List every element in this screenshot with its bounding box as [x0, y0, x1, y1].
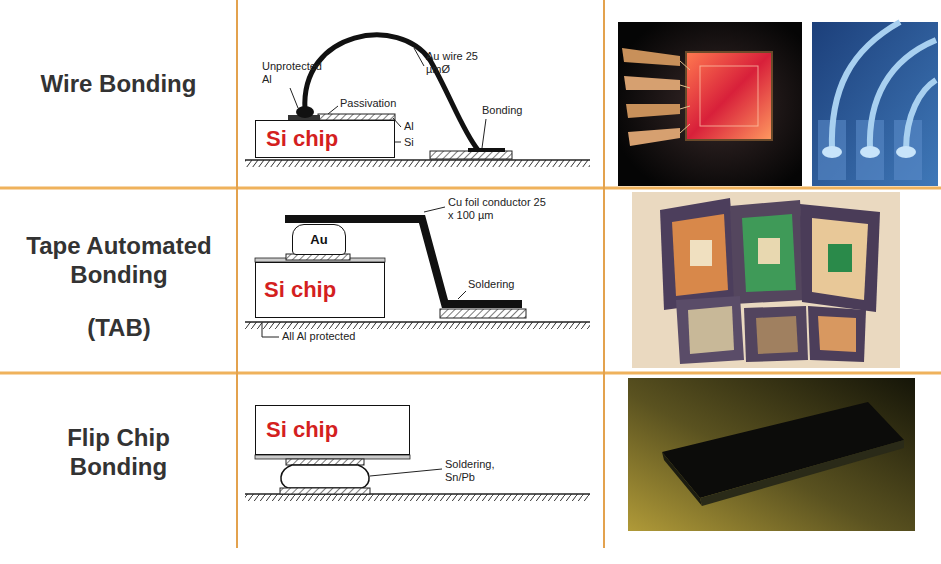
drawing-part	[632, 192, 900, 368]
drawing-part	[482, 119, 486, 148]
drawing-part	[860, 146, 880, 158]
part-label: Cu foil conductor 25 x 100 µm	[448, 196, 552, 221]
drawing-part	[680, 106, 690, 109]
drawing-part	[624, 76, 680, 90]
drawing-part	[808, 306, 866, 362]
drawing-part	[628, 378, 915, 531]
node-text: Si chip	[266, 417, 338, 443]
drawing-part	[286, 459, 364, 465]
row-heading: Tape Automated Bonding	[8, 232, 230, 290]
node-text: Au	[310, 232, 327, 247]
drawing-part	[618, 22, 802, 186]
part-label: Unprotected Al	[262, 60, 326, 85]
drawing-part	[0, 372, 941, 375]
row-heading: Flip Chip Bonding	[40, 424, 197, 482]
drawing-part	[328, 106, 338, 114]
drawing-part	[296, 106, 314, 118]
si-chip: Si chip	[255, 120, 395, 158]
au-bump: Au	[292, 224, 346, 255]
drawing-part	[800, 204, 880, 312]
drawing-part	[688, 306, 734, 354]
drawing-part	[262, 323, 279, 337]
drawing-part	[756, 316, 798, 354]
drawing-part	[245, 159, 590, 161]
drawing-part	[622, 48, 680, 66]
drawing-part	[245, 160, 590, 167]
drawing-part	[690, 240, 712, 266]
drawing-part	[680, 85, 690, 88]
part-label: All Al protected	[282, 330, 392, 343]
drawing-part	[828, 244, 852, 272]
flip-chip-photo	[628, 378, 915, 531]
part-label: Soldering	[468, 278, 538, 291]
row-heading: Wire Bonding	[40, 70, 197, 99]
drawing-part	[290, 88, 298, 108]
node-text: Si chip	[266, 126, 338, 152]
drawing-part	[680, 61, 690, 70]
si-chip: Si chip	[255, 405, 410, 455]
drawing-part	[870, 40, 936, 150]
drawing-part	[832, 22, 900, 150]
part-label: Au wire 25 µmØ	[426, 50, 488, 75]
sem-wire-photo	[812, 22, 938, 186]
drawing-part	[742, 214, 796, 292]
drawing-part	[440, 309, 526, 318]
tab-package-photo	[632, 192, 900, 368]
drawing-part	[395, 142, 401, 143]
drawing-part	[822, 146, 842, 158]
drawing-part	[672, 214, 728, 296]
part-label: Bonding	[482, 104, 542, 117]
drawing-part	[468, 148, 505, 152]
drawing-part	[906, 80, 936, 150]
wire-bond-photo	[618, 22, 802, 186]
drawing-part	[236, 0, 238, 548]
drawing-part	[603, 0, 605, 548]
drawing-part	[662, 402, 904, 498]
drawing-part	[660, 198, 738, 310]
layer-label: Si	[404, 136, 424, 149]
drawing-part	[758, 238, 780, 264]
drawing-part	[680, 124, 690, 133]
drawing-part	[280, 488, 370, 494]
drawing-part	[245, 321, 590, 323]
drawing-part	[700, 66, 758, 126]
tab-schematic	[245, 207, 590, 337]
drawing-part	[896, 146, 916, 158]
node-text: Si chip	[264, 277, 336, 303]
drawing-part	[370, 469, 442, 476]
drawing-part	[0, 187, 941, 190]
drawing-part	[662, 452, 702, 506]
drawing-part	[812, 218, 868, 300]
drawing-part	[430, 151, 512, 159]
drawing-part	[458, 291, 466, 299]
drawing-part	[812, 22, 938, 186]
drawing-part	[424, 207, 445, 212]
drawing-part	[414, 48, 424, 66]
part-label: Soldering, Sn/Pb	[445, 458, 507, 483]
drawing-part	[686, 52, 772, 140]
drawing-part	[730, 200, 806, 304]
layer-label: Al	[404, 120, 424, 133]
table-grid	[0, 0, 941, 548]
row-heading: (TAB)	[8, 314, 230, 343]
wire-bonding-schematic	[245, 35, 590, 167]
drawing-part	[626, 104, 680, 118]
drawing-part	[818, 316, 856, 352]
drawing-part	[245, 322, 590, 329]
part-label: Passivation	[340, 97, 412, 110]
drawing-part	[700, 440, 904, 506]
drawing-part	[281, 465, 369, 488]
si-chip: Si chip	[255, 262, 385, 318]
drawing-part	[245, 494, 590, 501]
drawing-part	[255, 455, 410, 459]
drawing-part	[744, 306, 808, 362]
drawing-part	[628, 128, 680, 146]
flip-chip-schematic	[245, 455, 590, 501]
drawing-part	[676, 296, 744, 364]
